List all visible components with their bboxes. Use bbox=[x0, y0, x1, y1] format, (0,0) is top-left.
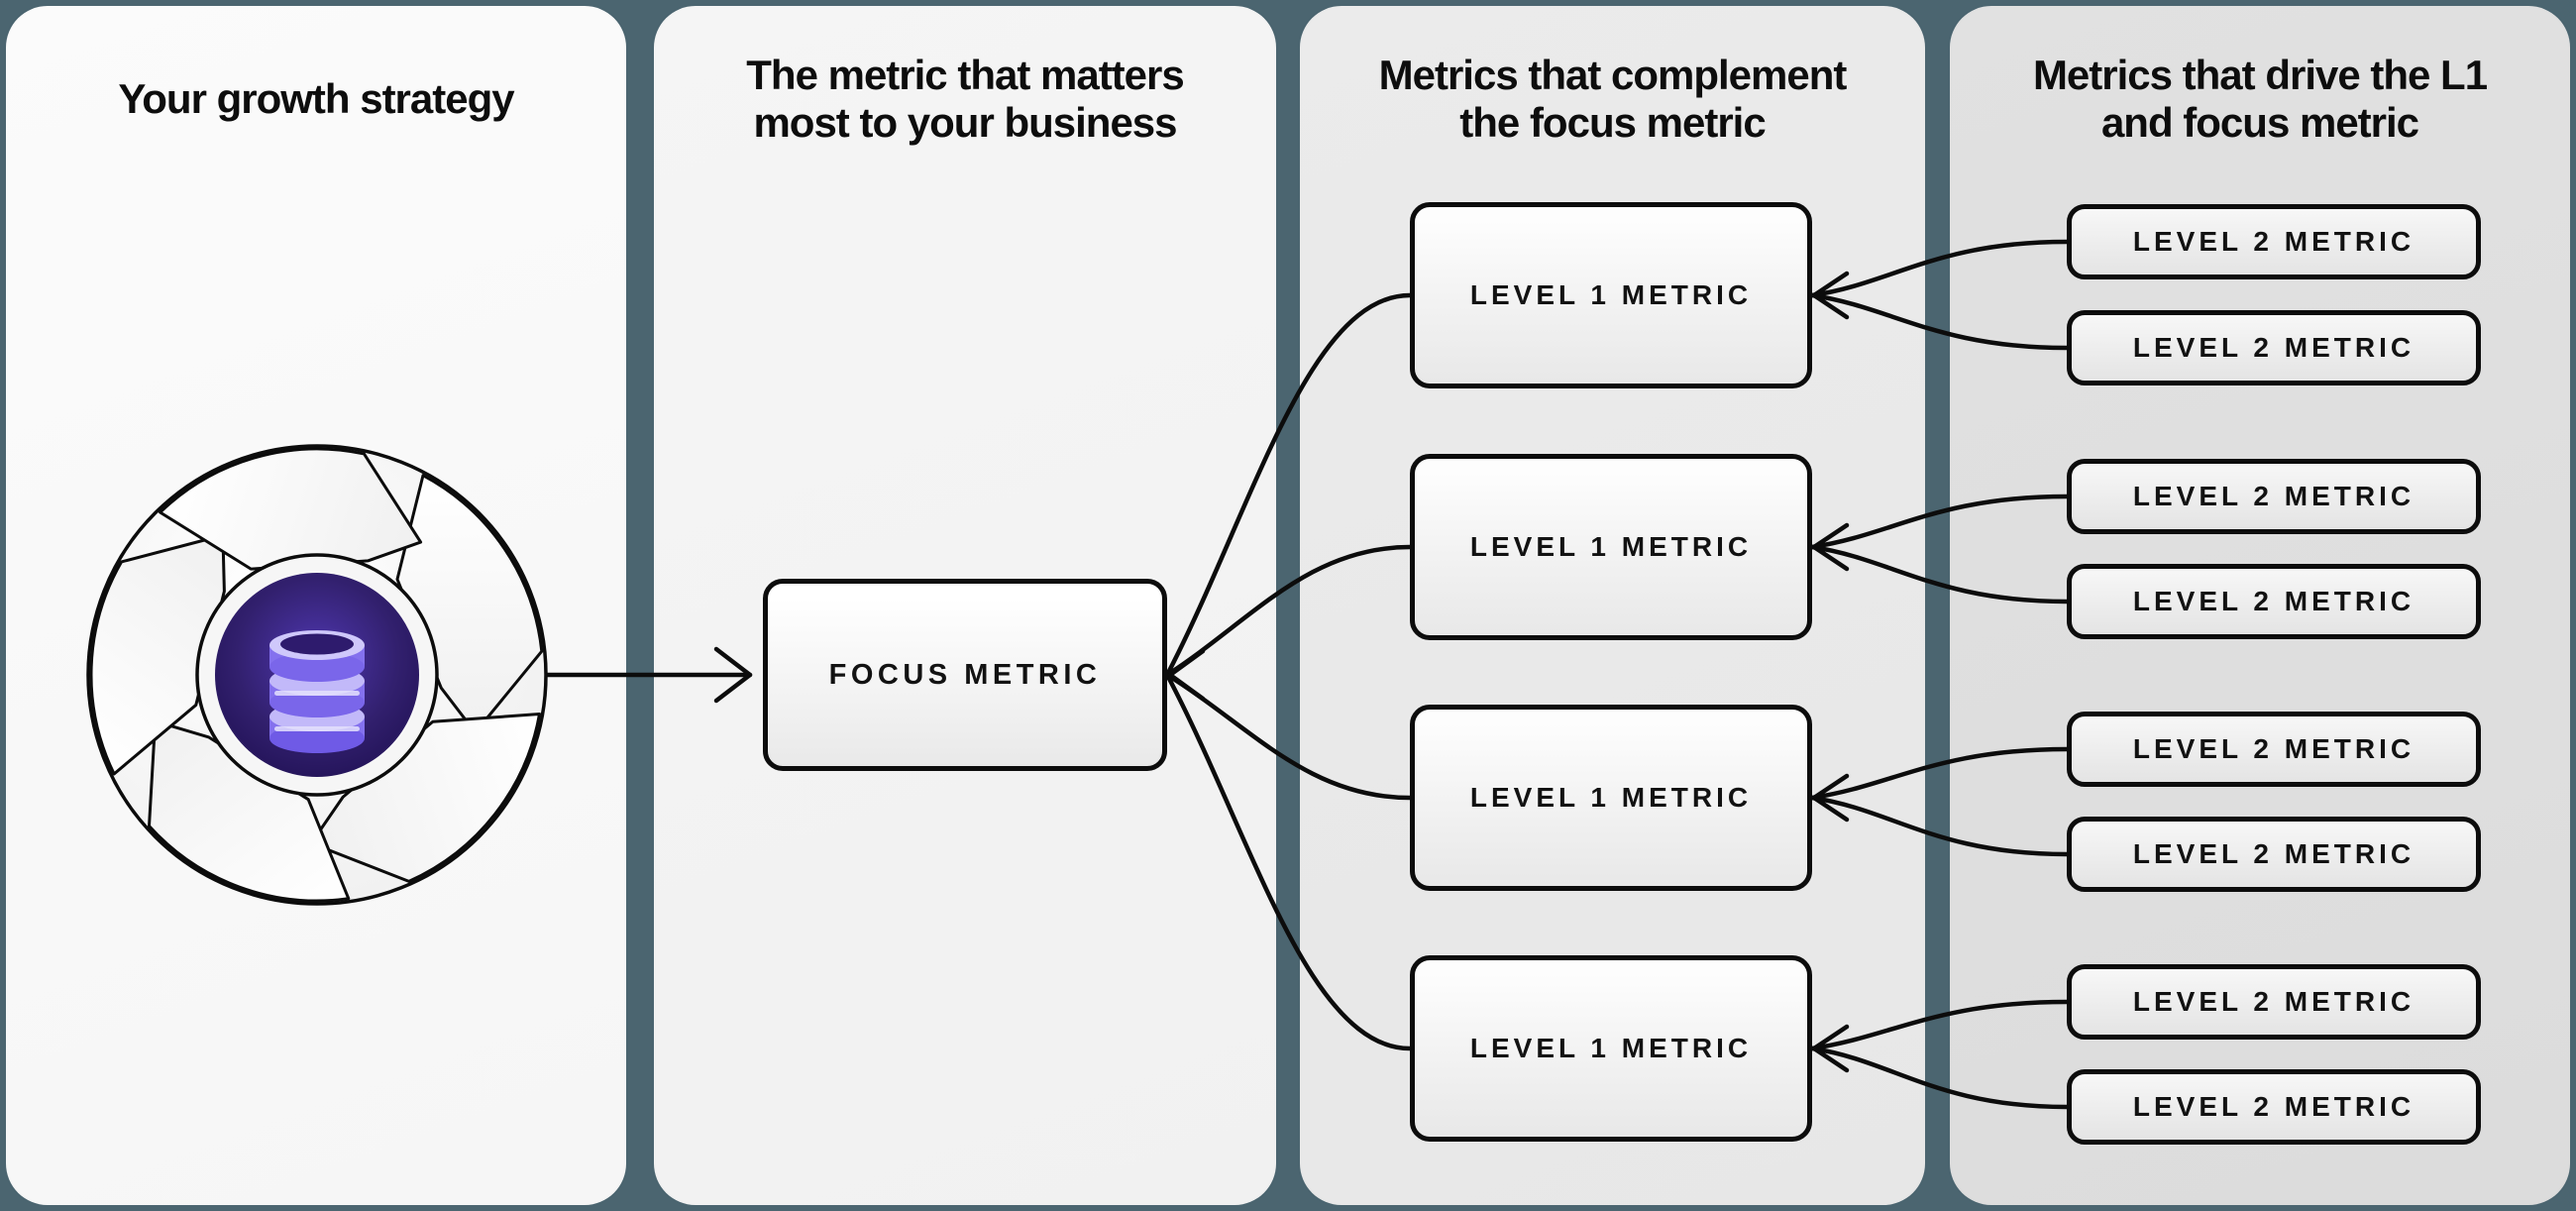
panel-heading: Metrics that complement the focus metric bbox=[1300, 6, 1925, 147]
level-1-metric-label: LEVEL 1 METRIC bbox=[1469, 1033, 1753, 1063]
level-2-metric-label: LEVEL 2 METRIC bbox=[2132, 986, 2415, 1017]
level-1-metric-box: LEVEL 1 METRIC bbox=[1410, 705, 1812, 891]
focus-metric-label: FOCUS METRIC bbox=[828, 658, 1102, 691]
level-2-metric-label: LEVEL 2 METRIC bbox=[2132, 226, 2415, 257]
heading-line: Metrics that complement bbox=[1378, 52, 1848, 98]
level-1-metric-box: LEVEL 1 METRIC bbox=[1410, 955, 1812, 1142]
level-2-metric-label: LEVEL 2 METRIC bbox=[2132, 481, 2415, 511]
level-1-metric-label: LEVEL 1 METRIC bbox=[1469, 782, 1753, 813]
heading-line: Metrics that drive the L1 bbox=[2032, 52, 2488, 98]
heading-line: most to your business bbox=[753, 99, 1177, 146]
panel-heading: Your growth strategy bbox=[6, 6, 626, 123]
level-2-metric-box: LEVEL 2 METRIC bbox=[2067, 564, 2481, 639]
level-2-metric-label: LEVEL 2 METRIC bbox=[2132, 733, 2415, 764]
level-2-metric-box: LEVEL 2 METRIC bbox=[2067, 204, 2481, 279]
level-2-metric-box: LEVEL 2 METRIC bbox=[2067, 1069, 2481, 1145]
focus-metric-box: FOCUS METRIC bbox=[763, 579, 1167, 771]
heading-line: Your growth strategy bbox=[118, 75, 514, 122]
level-2-metric-box: LEVEL 2 METRIC bbox=[2067, 459, 2481, 534]
panel-growth-strategy: Your growth strategy bbox=[6, 6, 626, 1205]
level-1-metric-box: LEVEL 1 METRIC bbox=[1410, 202, 1812, 388]
level-2-metric-box: LEVEL 2 METRIC bbox=[2067, 964, 2481, 1040]
heading-line: and focus metric bbox=[2100, 99, 2419, 146]
level-1-metric-label: LEVEL 1 METRIC bbox=[1469, 531, 1753, 562]
level-2-metric-label: LEVEL 2 METRIC bbox=[2132, 1091, 2415, 1122]
level-2-metric-label: LEVEL 2 METRIC bbox=[2132, 838, 2415, 869]
panel-heading: The metric that matters most to your bus… bbox=[654, 6, 1276, 147]
level-2-metric-box: LEVEL 2 METRIC bbox=[2067, 817, 2481, 892]
heading-line: The metric that matters bbox=[746, 52, 1184, 98]
level-2-metric-box: LEVEL 2 METRIC bbox=[2067, 310, 2481, 385]
level-2-metric-label: LEVEL 2 METRIC bbox=[2132, 586, 2415, 616]
level-1-metric-label: LEVEL 1 METRIC bbox=[1469, 279, 1753, 310]
panel-heading: Metrics that drive the L1 and focus metr… bbox=[1950, 6, 2570, 147]
heading-line: the focus metric bbox=[1459, 99, 1766, 146]
level-1-metric-box: LEVEL 1 METRIC bbox=[1410, 454, 1812, 640]
level-2-metric-label: LEVEL 2 METRIC bbox=[2132, 332, 2415, 363]
level-2-metric-box: LEVEL 2 METRIC bbox=[2067, 712, 2481, 787]
